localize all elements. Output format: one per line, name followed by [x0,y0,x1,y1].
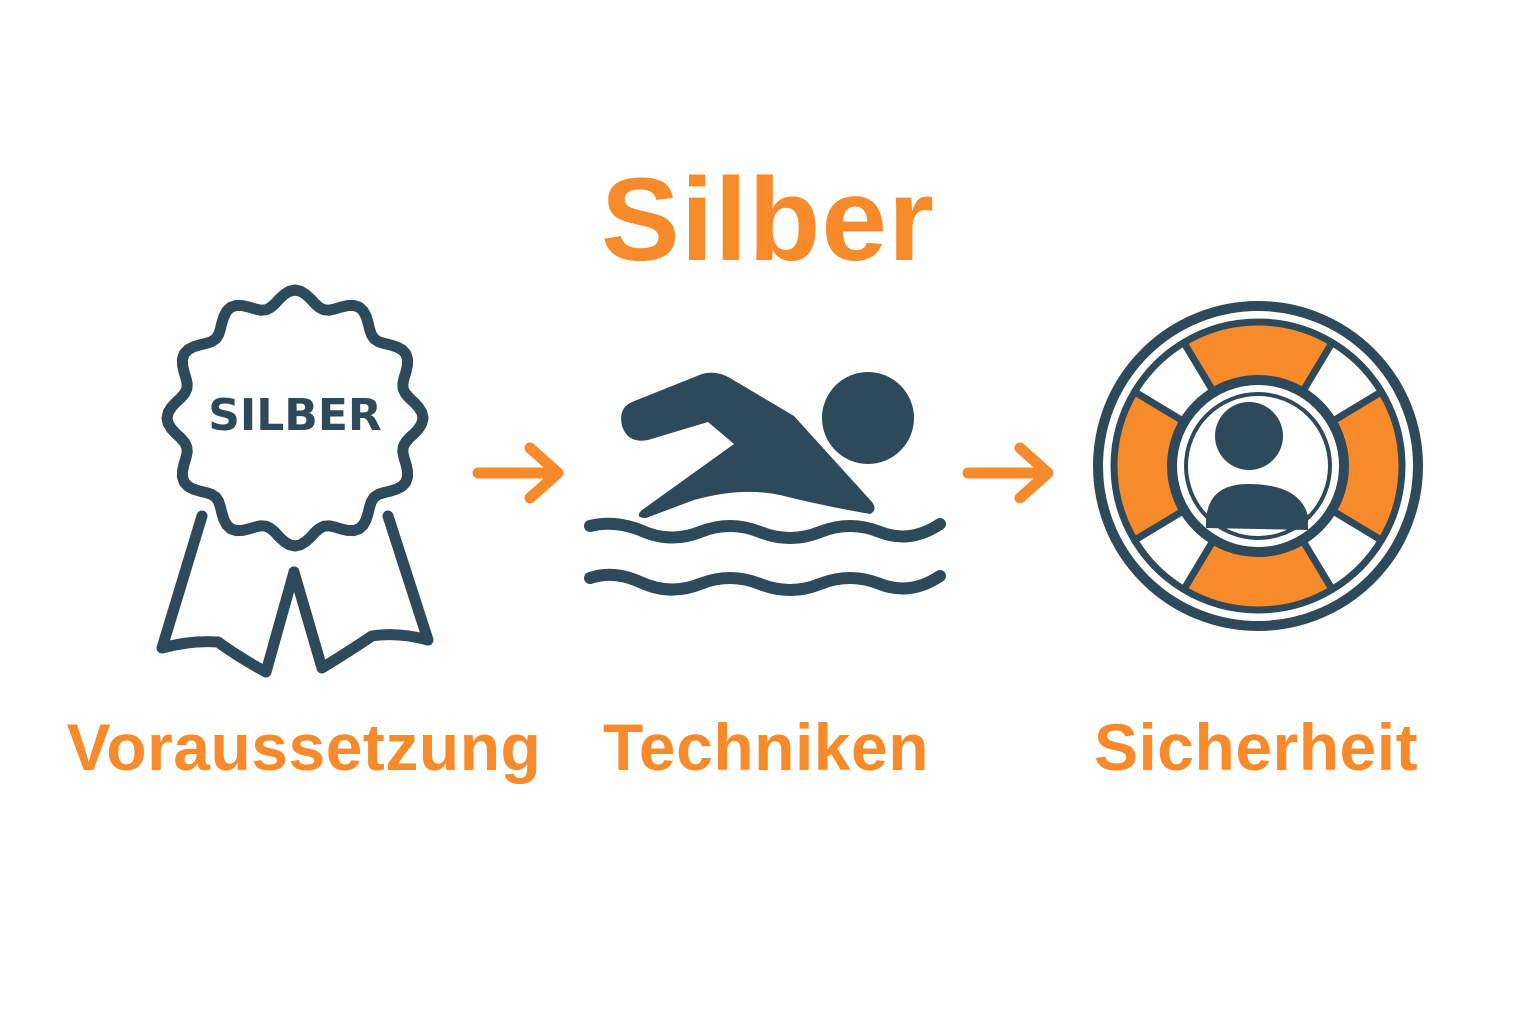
swimmer-icon [574,360,954,620]
step-label-voraussetzung: Voraussetzung [66,710,542,784]
arrow-right-icon [960,438,1060,508]
step-label-techniken: Techniken [602,710,930,784]
ribbon-badge-icon: SILBER [140,280,450,680]
arrow-right-icon [470,438,570,508]
lifebuoy-icon [1088,296,1428,636]
step-label-sicherheit: Sicherheit [1093,710,1419,784]
badge-text: SILBER [208,390,382,441]
page-title: Silber [601,154,935,287]
